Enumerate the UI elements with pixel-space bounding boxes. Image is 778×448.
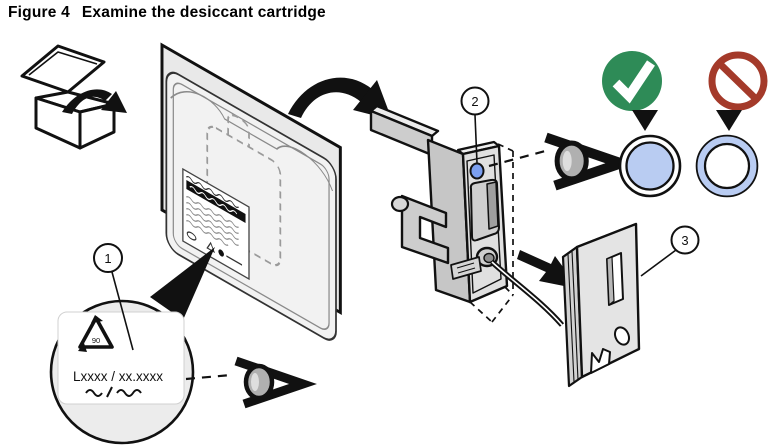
inspect-dash-line-1 — [185, 373, 232, 381]
cartridge-slot-inner — [606, 256, 615, 306]
figure-caption: Figure 4 Examine the desiccant cartridge — [8, 4, 326, 22]
callout-1-leader — [111, 271, 134, 351]
callout-2-leader — [474, 114, 478, 164]
box-lid-inner-line — [28, 51, 98, 76]
ok-blue-center — [625, 141, 675, 191]
eye-iris-highlight — [251, 373, 259, 391]
holder-nameplate — [450, 256, 482, 280]
cartridge-silhouette — [206, 125, 282, 267]
check-pointer-triangle — [632, 110, 658, 131]
eye-iris-highlight — [562, 150, 572, 172]
spent-blue-rim — [697, 136, 757, 196]
callout-1-circle — [93, 243, 123, 273]
desiccant-cartridge — [561, 222, 641, 388]
callout-2-number: 2 — [471, 94, 478, 109]
desiccant-spent-circle — [695, 134, 759, 198]
unbox-arrow — [62, 89, 112, 114]
holder-clamp-boss — [390, 195, 410, 213]
packaging-pouch — [160, 42, 342, 341]
cartridge-side-ridge — [571, 250, 579, 381]
prohibited-slash — [716, 60, 760, 103]
eye-icon — [234, 356, 317, 409]
power-cable-highlight — [491, 261, 563, 326]
recycle-arrowhead — [78, 343, 87, 352]
label-text-line — [186, 196, 239, 228]
magnifier-wedge — [150, 247, 215, 320]
callout-2-circle — [460, 86, 490, 116]
phantom-cartridge-outline — [469, 143, 514, 323]
pouch-seal-outline — [172, 82, 330, 330]
pouch-label — [182, 167, 250, 281]
label-mini-recycle-icon — [206, 241, 216, 254]
callout-3-number: 3 — [681, 233, 688, 248]
cartridge-silhouette-handle — [227, 114, 250, 148]
label-mini-dot-icon — [218, 249, 224, 257]
phantom-line — [469, 301, 493, 323]
cartridge-notch — [590, 348, 611, 374]
pouch-bag — [165, 71, 337, 341]
check-icon — [602, 51, 662, 111]
spent-white-center — [703, 142, 751, 190]
pouch-top-fold — [170, 91, 334, 192]
holder-plate-border — [466, 154, 502, 294]
label-logo-oval — [186, 231, 197, 241]
prohibited-icon — [708, 51, 768, 111]
date-squiggle — [85, 386, 142, 398]
phantom-line — [491, 294, 514, 323]
label-text-line — [186, 214, 239, 246]
holder-clamp — [400, 194, 450, 265]
recycle-symbol: 90 — [78, 315, 114, 352]
cartridge-hole — [613, 326, 631, 346]
figure-title-text: Examine the desiccant cartridge — [81, 4, 326, 21]
phantom-line — [504, 286, 514, 296]
unbox-arrow-head — [101, 91, 127, 113]
callout-1-number: 1 — [104, 251, 111, 266]
box-right-face — [78, 102, 116, 150]
phantom-line — [497, 143, 514, 152]
holder-slot — [486, 181, 499, 230]
callout-3-circle — [670, 225, 700, 255]
squiggle-left — [85, 389, 103, 397]
cable-connector-core — [483, 252, 495, 264]
check-mark — [612, 60, 655, 104]
label-top-squiggle — [186, 176, 239, 208]
magnifier-callout: 90 Lxxxx / xx.xxxx — [49, 299, 195, 445]
recycle-arrowhead — [91, 315, 103, 323]
open-box-icon — [20, 44, 127, 150]
holder-nameplate-text — [456, 262, 475, 269]
callout-3-leader — [640, 249, 677, 277]
squiggle-slash — [106, 386, 113, 398]
label-mini-text — [226, 255, 243, 266]
label-band-squiggle — [189, 186, 238, 215]
callout-3: 3 — [640, 225, 700, 277]
cartridge-side-ridge — [567, 253, 575, 383]
magnified-label-bg — [57, 311, 185, 405]
part-code-text: Lxxxx / xx.xxxx — [73, 369, 163, 384]
label-text-line — [186, 208, 239, 240]
recycle-code-text: 90 — [92, 336, 100, 345]
callout-2: 2 — [460, 86, 490, 164]
desiccant-holder — [369, 104, 565, 327]
squiggle-right — [116, 389, 142, 397]
box-lid — [20, 44, 106, 94]
desiccant-ok-circle — [618, 134, 682, 198]
inspect-dash-line-2 — [488, 148, 550, 168]
indicator-window — [469, 162, 485, 180]
figure-number: Figure 4 — [8, 4, 70, 21]
eye-icon — [544, 132, 637, 191]
transfer-arrow-shaft — [288, 77, 372, 118]
label-text-line — [186, 202, 239, 234]
check-circle — [602, 51, 662, 111]
label-text-line — [186, 220, 229, 246]
callout-1: 1 — [93, 243, 134, 351]
holder-nameplate-text — [457, 267, 476, 274]
recycle-triangle — [78, 316, 114, 349]
prohibited-pointer-triangle — [716, 110, 742, 131]
